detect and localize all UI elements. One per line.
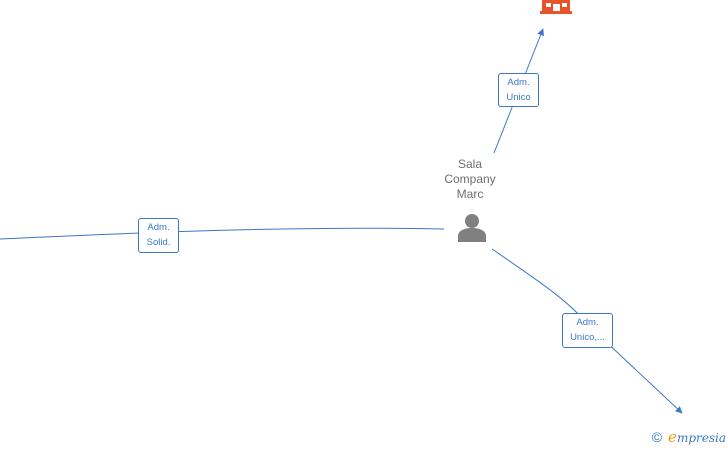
company-building-icon[interactable] (540, 0, 572, 14)
edge-label-adm-unico[interactable]: Adm. Unico (498, 73, 539, 107)
person-name-line: Company (444, 172, 496, 186)
edge-line-adm-solid (0, 227, 445, 240)
person-icon[interactable] (455, 212, 489, 242)
edge-label-line: Adm. (576, 317, 599, 328)
brand-name: mpresia (676, 431, 726, 445)
brand-logo[interactable]: empresia (668, 428, 726, 446)
edge-label-line: Unico,... (570, 332, 605, 343)
edge-label-adm-unico-etc[interactable]: Adm. Unico,... (562, 313, 613, 348)
edge-label-line: Adm. (507, 77, 530, 88)
person-name[interactable]: Sala Company Marc (430, 157, 510, 202)
edge-label-line: Solid. (146, 237, 171, 248)
edge-label-adm-solid[interactable]: Adm. Solid. (138, 218, 179, 253)
edge-label-line: Adm. (147, 222, 170, 233)
person-name-line: Sala (457, 157, 483, 171)
person-name-line: Marc (456, 187, 484, 201)
edge-label-line: Unico (506, 92, 531, 103)
copyright-icon: © (651, 429, 663, 445)
brand-initial: e (668, 428, 677, 446)
footer-credit: © empresia (652, 428, 726, 446)
